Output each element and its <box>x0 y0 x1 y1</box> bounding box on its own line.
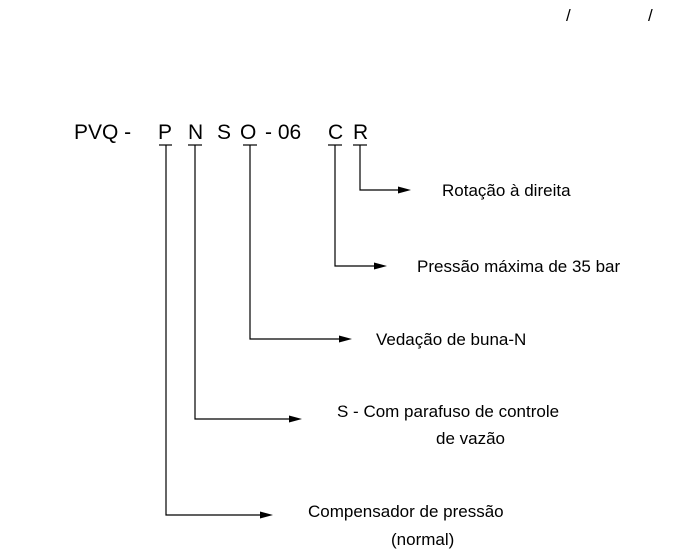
leader-p <box>166 145 273 519</box>
leader-r <box>360 145 411 194</box>
leader-o-line <box>250 145 341 339</box>
leader-c <box>335 145 387 270</box>
leader-c-arrow <box>374 263 387 270</box>
label-rotation: Rotação à direita <box>442 181 571 200</box>
code-letter-r: R <box>353 121 368 144</box>
top-mark-1: / <box>566 6 571 25</box>
leader-n-arrow <box>289 416 302 423</box>
leader-r-arrow <box>398 187 411 194</box>
code-letter-n: N <box>188 121 203 144</box>
leader-n-line <box>195 145 291 419</box>
leader-p-line <box>166 145 262 515</box>
code-letter-c: C <box>328 121 343 144</box>
label-max-pressure: Pressão máxima de 35 bar <box>417 257 620 276</box>
code-letter-s: S <box>217 121 231 144</box>
leader-o-arrow <box>339 336 352 343</box>
label-flow-control-line2: de vazão <box>436 429 505 448</box>
code-letter-p: P <box>158 121 172 144</box>
leader-n <box>195 145 302 423</box>
label-seal: Vedação de buna-N <box>376 330 526 349</box>
label-pressure-compensator-line1: Compensador de pressão <box>308 502 504 521</box>
leader-p-arrow <box>260 512 273 519</box>
label-flow-control-line1: S - Com parafuso de controle <box>337 402 559 421</box>
leader-c-line <box>335 145 376 266</box>
top-mark-2: / <box>648 6 653 25</box>
label-pressure-compensator-line2: (normal) <box>391 530 454 549</box>
code-separator: - 06 <box>265 121 301 144</box>
code-prefix: PVQ - <box>74 121 131 144</box>
code-letter-o: O <box>240 121 256 144</box>
leader-o <box>250 145 352 343</box>
model-code: PVQ - P N S O - 06 C R <box>74 121 368 144</box>
leader-r-line <box>360 145 400 190</box>
